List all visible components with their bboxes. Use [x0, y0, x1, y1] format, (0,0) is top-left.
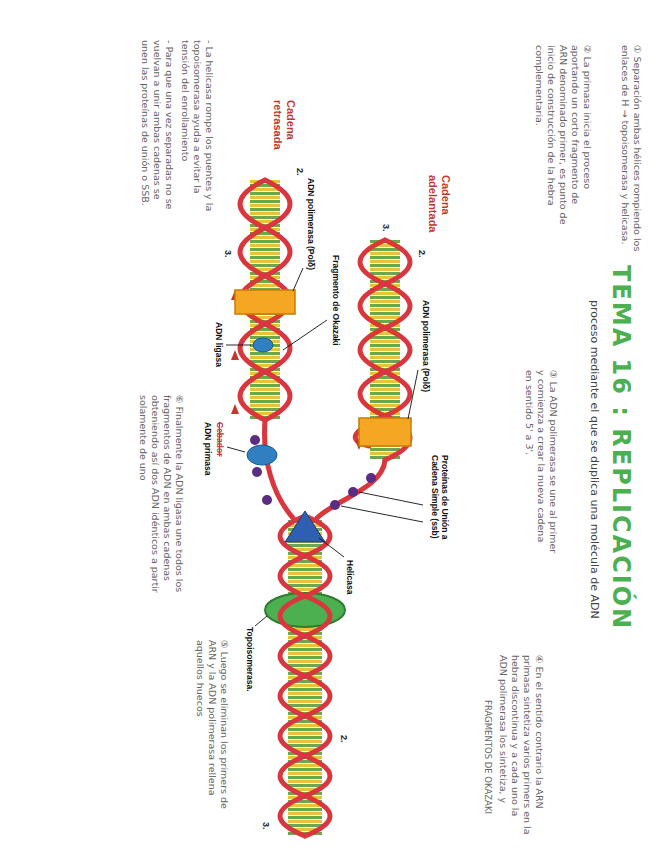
handwritten-note: ⑥ Finalmente la ADN ligasa une todos los… — [138, 395, 186, 595]
note-heading: FRAGMENTOS DE OKAZAKI — [483, 700, 493, 814]
page-title: TEMA 16 : REPLICACIÓN — [607, 265, 635, 630]
subtitle: proceso mediante el que se duplica una m… — [587, 300, 601, 640]
drawing-part — [330, 500, 340, 510]
enzyme-label: Helicasa — [345, 560, 355, 595]
drawing-part — [348, 487, 358, 497]
leader-lines — [226, 268, 423, 626]
handwritten-note: ① Separación ambas hélices rompiendo los… — [619, 45, 643, 255]
drawing-part — [231, 404, 239, 414]
ligase-symbol — [253, 338, 273, 352]
callout-number: 3. — [261, 822, 271, 830]
drawing-part — [355, 240, 410, 446]
handwritten-note: ④ En el sentido contrario la ARN primasa… — [498, 655, 546, 835]
strand-label: Cadena retrasada — [272, 100, 297, 164]
drawing-part — [231, 350, 239, 360]
drawing-part — [227, 447, 245, 452]
enzyme-label: ADN primasa — [203, 422, 213, 475]
drawing-part — [255, 616, 267, 626]
drawing-part — [359, 492, 423, 505]
part-label: Fragmento de Okazaki — [331, 255, 341, 346]
enzyme-label: ADN ligasa — [214, 322, 224, 367]
drawing-part — [226, 345, 251, 346]
drawing-part — [283, 320, 327, 350]
drawing-part — [262, 495, 272, 505]
drawing-part — [317, 460, 385, 518]
callout-number: 3. — [223, 250, 233, 258]
drawing-part — [293, 268, 303, 291]
callout-number: 2. — [339, 735, 349, 743]
polymerase-leading — [359, 418, 411, 446]
drawing-part — [252, 467, 262, 477]
enzyme-label: Topoisomerasa. — [245, 627, 255, 692]
handwritten-note: ⑤ Luego se eliminan los primers de ARN y… — [194, 640, 230, 825]
struck-label: Cebador — [215, 422, 225, 456]
drawing-part — [341, 506, 423, 522]
callout-number: 3. — [381, 224, 391, 232]
handwritten-note: - La helicasa rompe los puentes y la top… — [179, 40, 215, 225]
callout-number: 2. — [417, 250, 427, 258]
enzyme-label: ADN polimerasa (Polδ) — [306, 178, 316, 270]
drawing-part — [280, 516, 330, 836]
strand-label: Cadena adelantada — [427, 175, 452, 237]
drawing-part — [319, 538, 344, 557]
handwritten-note: ② La primasa inicia el proceso aportando… — [534, 45, 593, 225]
polymerase-lagging — [235, 290, 295, 314]
handwritten-note: ③ La ADN polimerasa se une al primer y c… — [523, 370, 559, 555]
enzyme-label: ADN polimerasa (Polδ) — [421, 300, 431, 392]
dna-strands — [240, 180, 410, 836]
handwritten-note: - Para que una vez separadas no se vuelv… — [139, 40, 175, 225]
callout-number: 2. — [295, 168, 305, 176]
protein-label: Proteínas de Unión a Cadena Simple (ssb) — [430, 455, 450, 560]
drawing-part — [280, 516, 330, 836]
drawing-part — [250, 435, 260, 445]
drawing-part — [366, 473, 376, 483]
helicase-symbol — [285, 511, 325, 542]
primase-symbol — [247, 445, 277, 465]
drawing-part — [408, 370, 418, 419]
direction-arrows — [231, 290, 363, 450]
